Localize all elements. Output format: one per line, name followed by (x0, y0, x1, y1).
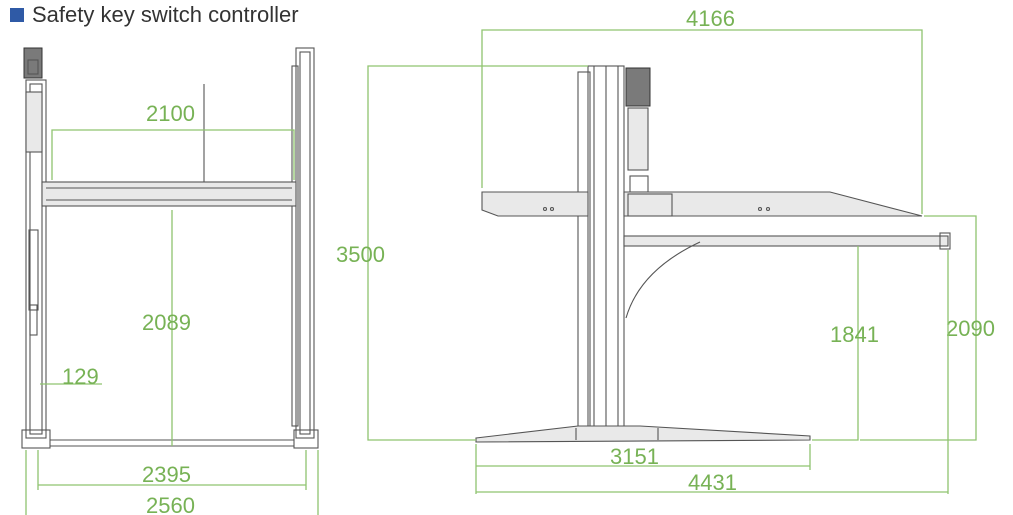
side-view-dimensions: 4166 3500 1841 2090 3151 4431 (336, 6, 995, 495)
caption-text: Safety key switch controller (32, 2, 299, 27)
side-motor-icon (625, 67, 651, 107)
dim-base-length: 3151 (610, 444, 659, 469)
dim-top-length: 4166 (686, 6, 735, 31)
dim-platform-height: 2089 (142, 310, 191, 335)
dim-overall-height: 3500 (336, 242, 385, 267)
dim-ramp-height: 1841 (830, 322, 879, 347)
side-view: 4166 3500 1841 2090 3151 4431 (336, 6, 995, 495)
front-view-dimensions: 2100 2089 129 2395 2560 (25, 101, 319, 515)
front-view: 2100 2089 129 2395 2560 (21, 47, 319, 515)
side-view-structure (475, 65, 951, 443)
front-view-structure (21, 47, 319, 449)
square-bullet-icon (10, 8, 24, 22)
dim-platform-width: 2100 (146, 101, 195, 126)
dim-base-offset: 129 (62, 364, 99, 389)
caption: Safety key switch controller (10, 2, 299, 28)
dim-outer-width: 2560 (146, 493, 195, 515)
dim-inner-base-width: 2395 (142, 462, 191, 487)
dim-lift-height: 2090 (946, 316, 995, 341)
dim-overall-length: 4431 (688, 470, 737, 495)
